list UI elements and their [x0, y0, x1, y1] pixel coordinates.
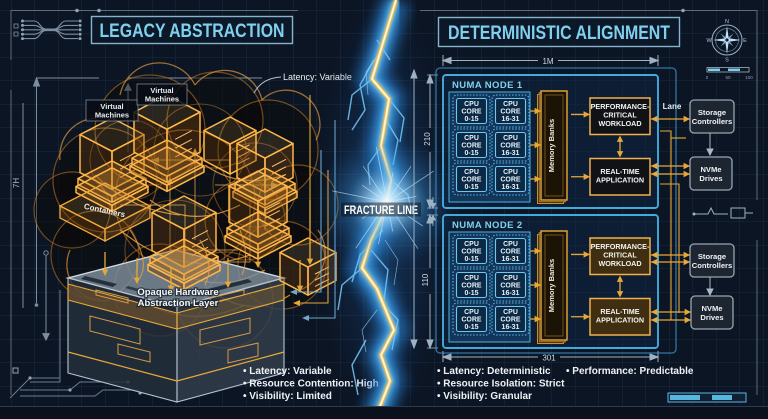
svg-text:16-31: 16-31 — [502, 290, 520, 297]
svg-text:• Resource Contention: High: • Resource Contention: High — [243, 378, 379, 389]
svg-text:CORE: CORE — [461, 143, 482, 150]
svg-text:CRITICAL: CRITICAL — [603, 250, 637, 259]
svg-text:CPU: CPU — [464, 135, 479, 142]
svg-text:CORE: CORE — [500, 249, 521, 256]
svg-text:0-15: 0-15 — [464, 290, 478, 297]
svg-text:CORE: CORE — [500, 283, 521, 290]
svg-text:CRITICAL: CRITICAL — [603, 110, 637, 119]
svg-text:Machines: Machines — [145, 95, 179, 104]
svg-text:CORE: CORE — [461, 283, 482, 290]
svg-text:NUMA NODE 1: NUMA NODE 1 — [452, 80, 523, 91]
svg-text:• Visibility: Limited: • Visibility: Limited — [243, 391, 332, 402]
svg-text:• Performance: Predictable: • Performance: Predictable — [566, 366, 694, 377]
svg-text:Virtual: Virtual — [100, 102, 123, 111]
svg-text:PERFORMANCE-: PERFORMANCE- — [591, 102, 650, 111]
svg-text:Controllers: Controllers — [692, 261, 733, 270]
svg-text:210: 210 — [423, 132, 432, 146]
svg-text:CPU: CPU — [464, 275, 479, 282]
svg-text:0-15: 0-15 — [464, 324, 478, 331]
svg-text:CORE: CORE — [500, 177, 521, 184]
svg-text:CORE: CORE — [461, 317, 482, 324]
svg-text:Virtual: Virtual — [150, 86, 173, 95]
svg-text:110: 110 — [421, 273, 430, 286]
svg-text:WORKLOAD: WORKLOAD — [598, 119, 641, 128]
svg-text:Opaque Hardware: Opaque Hardware — [137, 287, 218, 298]
svg-text:CORE: CORE — [461, 249, 482, 256]
svg-text:CPU: CPU — [503, 101, 518, 108]
svg-text:FRACTURE LINE: FRACTURE LINE — [344, 205, 418, 217]
svg-text:CPU: CPU — [503, 135, 518, 142]
svg-text:Memory Banks: Memory Banks — [547, 119, 556, 172]
svg-text:CORE: CORE — [500, 109, 521, 116]
svg-text:Drives: Drives — [700, 313, 723, 322]
svg-text:301: 301 — [542, 354, 556, 363]
svg-text:REAL-TIME: REAL-TIME — [600, 307, 639, 316]
svg-text:PERFORMANCE-: PERFORMANCE- — [591, 242, 650, 251]
svg-text:CPU: CPU — [464, 241, 479, 248]
svg-text:Abstraction Layer: Abstraction Layer — [138, 298, 219, 309]
svg-text:CPU: CPU — [464, 101, 479, 108]
svg-text:CPU: CPU — [464, 169, 479, 176]
svg-text:• Resource Isolation: Strict: • Resource Isolation: Strict — [437, 378, 565, 389]
svg-text:NVMe: NVMe — [700, 165, 721, 174]
svg-text:0-15: 0-15 — [464, 150, 478, 157]
svg-text:16-31: 16-31 — [502, 256, 520, 263]
svg-text:CPU: CPU — [503, 309, 518, 316]
svg-text:• Latency: Deterministic: • Latency: Deterministic — [437, 366, 551, 377]
svg-text:Memory Banks: Memory Banks — [547, 259, 556, 312]
svg-text:W: W — [706, 38, 712, 44]
svg-text:• Latency: Variable: • Latency: Variable — [243, 366, 332, 377]
svg-text:N: N — [725, 19, 729, 25]
svg-text:CORE: CORE — [461, 109, 482, 116]
svg-text:E: E — [743, 38, 747, 44]
svg-text:1M: 1M — [542, 57, 553, 66]
svg-text:0: 0 — [706, 75, 709, 80]
svg-text:CORE: CORE — [461, 177, 482, 184]
svg-text:NVMe: NVMe — [701, 304, 722, 313]
svg-text:Storage: Storage — [698, 108, 726, 117]
svg-text:Controllers: Controllers — [692, 117, 733, 126]
svg-text:16-31: 16-31 — [502, 184, 520, 191]
svg-text:• Visibility: Granular: • Visibility: Granular — [437, 391, 532, 402]
svg-text:CPU: CPU — [503, 169, 518, 176]
svg-text:16-31: 16-31 — [502, 324, 520, 331]
svg-text:0-15: 0-15 — [464, 256, 478, 263]
svg-text:NUMA NODE 2: NUMA NODE 2 — [452, 220, 523, 231]
svg-text:16-31: 16-31 — [502, 116, 520, 123]
svg-text:S: S — [725, 58, 729, 64]
svg-text:50: 50 — [725, 75, 731, 80]
svg-text:LEGACY ABSTRACTION: LEGACY ABSTRACTION — [100, 20, 285, 42]
svg-text:Latency: Variable: Latency: Variable — [283, 72, 352, 82]
svg-text:WORKLOAD: WORKLOAD — [598, 259, 641, 268]
svg-text:DETERMINISTIC ALIGNMENT: DETERMINISTIC ALIGNMENT — [448, 22, 670, 44]
svg-text:APPLICATION: APPLICATION — [596, 175, 644, 184]
svg-text:Storage: Storage — [698, 252, 726, 261]
svg-text:CPU: CPU — [503, 275, 518, 282]
svg-text:16-31: 16-31 — [502, 150, 520, 157]
svg-text:Machines: Machines — [95, 111, 129, 120]
svg-text:APPLICATION: APPLICATION — [596, 315, 644, 324]
svg-text:0-15: 0-15 — [464, 184, 478, 191]
svg-text:Lane: Lane — [663, 102, 682, 111]
svg-text:CORE: CORE — [500, 143, 521, 150]
svg-text:REAL-TIME: REAL-TIME — [600, 167, 639, 176]
svg-text:CPU: CPU — [503, 241, 518, 248]
svg-text:CORE: CORE — [500, 317, 521, 324]
svg-text:0-15: 0-15 — [464, 116, 478, 123]
svg-text:7H: 7H — [12, 178, 21, 188]
svg-text:100: 100 — [745, 75, 753, 80]
svg-text:CPU: CPU — [464, 309, 479, 316]
svg-text:Drives: Drives — [699, 174, 722, 183]
